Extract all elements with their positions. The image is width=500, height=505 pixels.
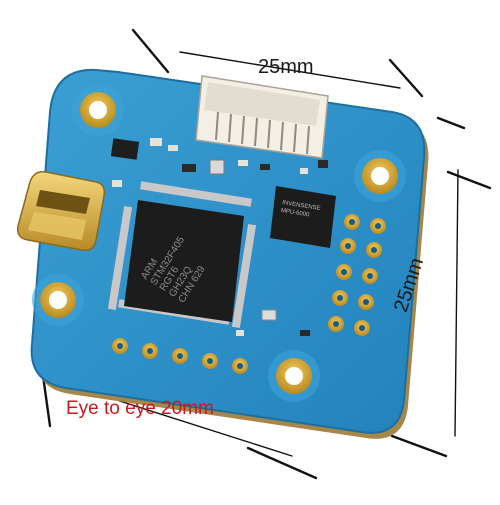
small-components (110, 138, 328, 336)
gyro-chip-icon: INVENSENSE MPU-6000 (270, 186, 336, 248)
mounting-holes (32, 84, 406, 402)
bottom-solder-pads (112, 338, 248, 374)
usb-port-icon (16, 170, 106, 252)
width-dimension-label: 25mm (258, 56, 314, 78)
gyro-chip-marking: INVENSENSE MPU-6000 (280, 200, 322, 220)
connector-icon (195, 75, 329, 159)
mcu-chip-icon: ARM STM32F405 RGT6 GH23Q CHN 629 (124, 200, 244, 322)
dimension-lines (38, 28, 492, 480)
mount-spacing-label: Eye to eye 20mm (66, 398, 214, 419)
right-solder-pads (328, 214, 386, 336)
